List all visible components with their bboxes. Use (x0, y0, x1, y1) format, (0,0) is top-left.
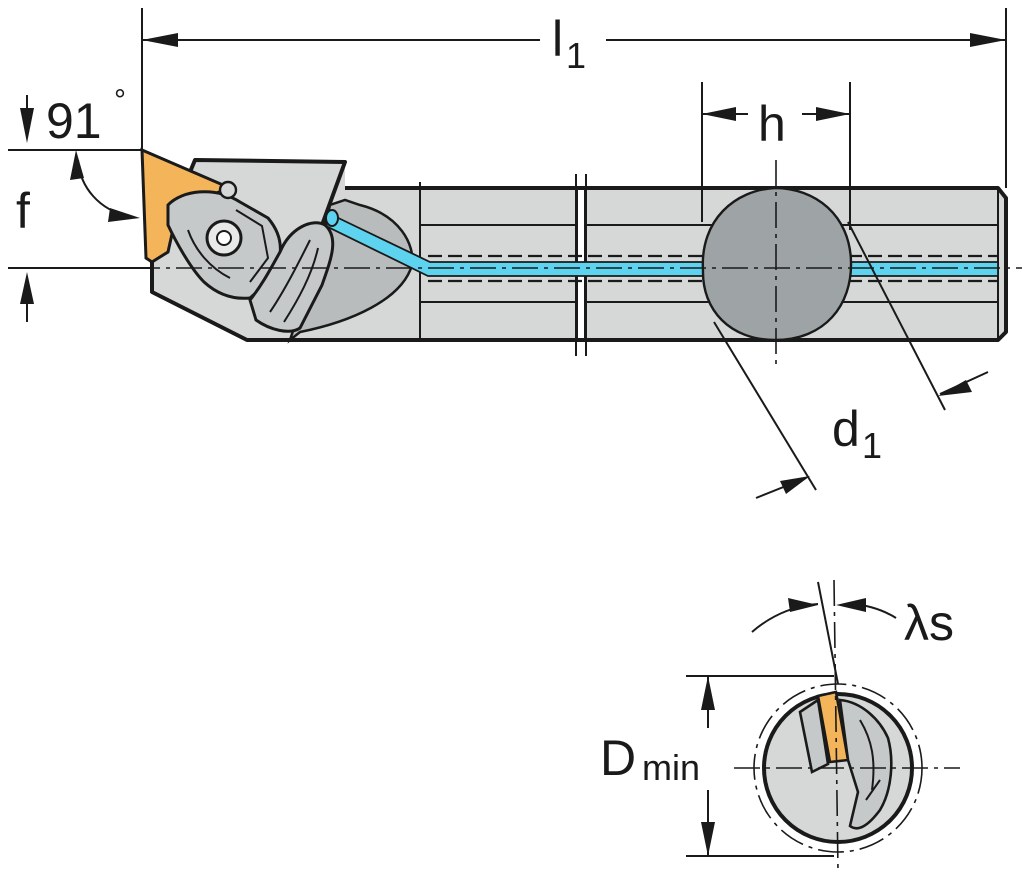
dmin-arrow-bottom (701, 822, 715, 856)
d1-arrow-left (780, 476, 810, 494)
f-label: f (16, 183, 30, 239)
h-arrow-right (816, 107, 850, 121)
l1-arrow-right (970, 33, 1006, 47)
l1-arrow-left (142, 33, 178, 47)
lambda-arc (751, 603, 819, 633)
lambda-s-label: λs (904, 595, 954, 651)
angle-degree-symbol: ° (114, 84, 126, 117)
d1-label-subscript: 1 (862, 425, 882, 466)
clamp-pin (218, 180, 238, 200)
coolant-outlet (325, 209, 339, 227)
end-view-clamp-detail (859, 719, 881, 801)
clamp-body-detail (187, 209, 270, 283)
l1-label-subscript: 1 (566, 35, 586, 76)
angle-down-arrow (20, 108, 34, 143)
end-view-tilt-line (817, 581, 839, 685)
lambda-arrow-left (788, 598, 818, 612)
angle-arc-arrow-top (70, 150, 84, 180)
end-view-vertical-centerline (833, 579, 839, 871)
angle-arc (77, 159, 129, 217)
h-arrow-left (702, 107, 736, 121)
d1-extension-right (847, 221, 946, 411)
lambda-arrow-right (836, 598, 866, 612)
h-label: h (758, 96, 786, 152)
d1-extension-left (713, 321, 817, 491)
l1-label: l (552, 11, 563, 67)
d1-label: d (832, 401, 860, 457)
dimensions-top: l 1 h 91 ° f d 1 (8, 8, 1007, 499)
tool-head-outline (150, 186, 1008, 342)
f-arrow-up (20, 272, 34, 304)
dmin-label-subscript: min (642, 747, 700, 788)
dmin-label: D (600, 730, 636, 786)
d1-arrow-right (938, 380, 972, 396)
boring-bar-side-view (8, 147, 1022, 368)
shank-round-section (701, 186, 853, 342)
clamp-screw-socket (216, 230, 232, 246)
clamp-lever-detail (269, 239, 319, 323)
dmin-arrow-top (701, 676, 715, 710)
end-view-clamp-left (798, 697, 830, 774)
angle-arc-arrow-right (108, 208, 140, 222)
angle-label: 91 (46, 93, 102, 149)
boring-bar-end-view: λs D min (600, 579, 960, 871)
end-view-clamp-right (838, 698, 893, 830)
